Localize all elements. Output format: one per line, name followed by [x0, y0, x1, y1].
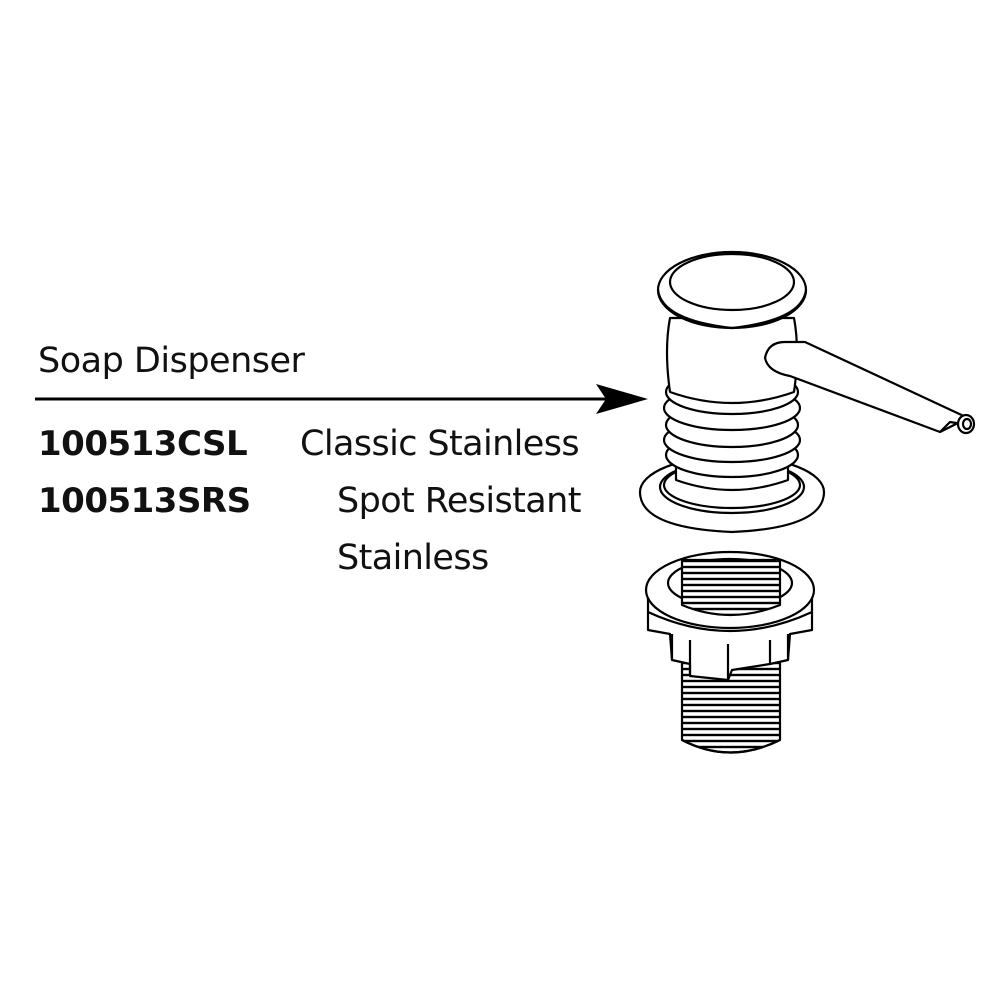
callout-arrow [35, 384, 648, 414]
mounting-nut [644, 550, 816, 682]
soap-dispenser-title: Soap Dispenser [38, 341, 305, 381]
part-number-srs: 100513SRS [38, 481, 251, 521]
part-description-srs-line1: Spot Resistant [337, 481, 581, 521]
part-number-csl: 100513CSL [38, 424, 248, 464]
pump-head-cap [656, 250, 808, 330]
part-description-csl: Classic Stainless [300, 424, 580, 464]
spout [763, 340, 976, 435]
part-description-srs-line2: Stainless [337, 538, 489, 578]
